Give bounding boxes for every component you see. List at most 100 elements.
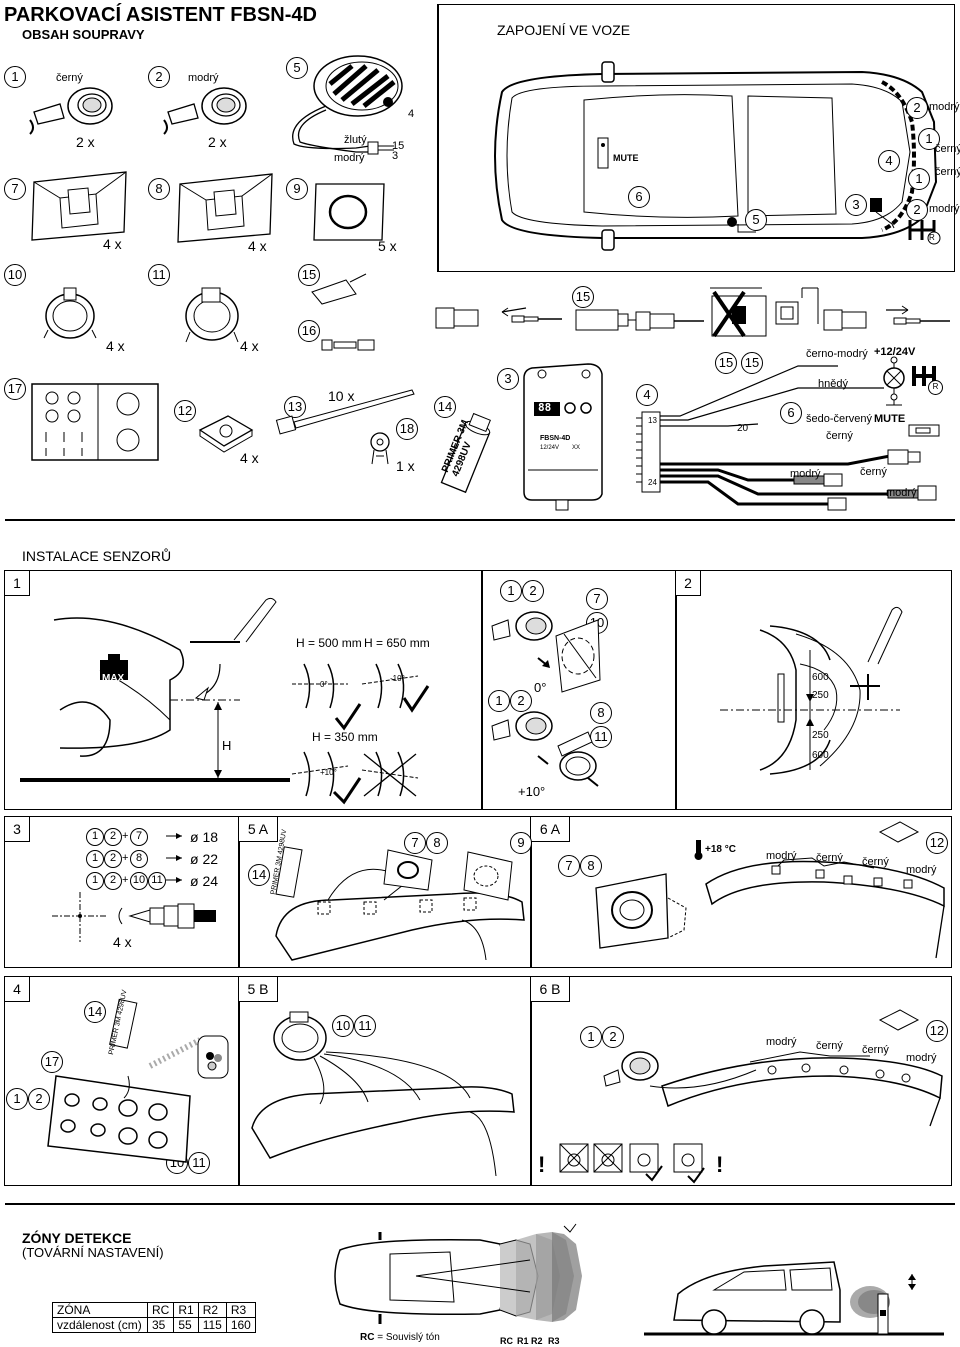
spacing-600-bottom: 600 [812, 750, 829, 761]
step5a-c8: 8 [426, 832, 448, 854]
step-4-num: 4 [4, 976, 30, 1002]
item-8-qty: 4 x [248, 238, 267, 254]
step5b-c11: 11 [354, 1015, 376, 1037]
divider-wiring-bottom [437, 4, 955, 272]
pad-15-icon [311, 273, 367, 305]
drill-r3-b: 2 [104, 872, 122, 890]
drill-r2-b: 2 [104, 850, 122, 868]
item-number-14: 14 [434, 396, 456, 418]
zones-row-cell: 55 [173, 1317, 199, 1333]
step5a-c9: 9 [510, 832, 532, 854]
buzzer-icon [292, 55, 403, 155]
height-500-label: H = 500 mm [296, 636, 362, 650]
power-lamp-icon [883, 356, 936, 406]
buzzer-pin-15: 15 [392, 140, 405, 152]
clip-12-icon [198, 415, 254, 453]
unit-model: FBSN-4D [540, 435, 571, 442]
buzzer-pin-3: 3 [392, 150, 399, 162]
reverse-r-badge: R [928, 380, 943, 395]
sensor-insert-icons [491, 611, 601, 787]
height-650-label: H = 650 mm [364, 636, 430, 650]
step-6a-label: 6 A [530, 816, 570, 842]
step6b-wire-2: černý [816, 1040, 843, 1052]
harness-num-4: 4 [636, 384, 658, 406]
zones-side-view-icon [644, 1261, 944, 1336]
item-12-qty: 4 x [240, 450, 259, 466]
connector-16-icon [321, 339, 375, 351]
ring-11-icon [185, 287, 239, 343]
bezel-primer-icon [47, 998, 229, 1163]
page-title: PARKOVACÍ ASISTENT FBSN-4D [4, 4, 317, 26]
unit-display: 88 [538, 401, 552, 414]
wiring-black-1: černý [935, 143, 960, 155]
drill-r2-size: ø 22 [190, 851, 219, 867]
bumper-sensors-icon [603, 1009, 943, 1127]
step6b-wire-3: černý [862, 1044, 889, 1056]
buzzer-yellow: žlutý [344, 134, 367, 146]
steps-row1-split-2 [530, 816, 532, 968]
drill-r2-a: 1 [86, 850, 104, 868]
install-split-2 [675, 570, 677, 810]
gasket-9-icon [313, 183, 385, 241]
step-5a-label: 5 A [238, 816, 278, 842]
install-c11: 11 [590, 726, 612, 748]
mount-7-icon [31, 171, 127, 241]
spacing-250-top: 250 [812, 690, 829, 701]
rc-note-key: RC [360, 1332, 375, 1343]
zone-r2: R2 [531, 1336, 543, 1346]
max-weight-label: MAX [102, 673, 125, 684]
step-6b-label: 6 B [530, 976, 570, 1002]
zones-table: ZÓNA RC R1 R2 R3 vzdálenost (cm) 35 55 1… [52, 1302, 256, 1333]
steps-row2-split-2 [530, 976, 532, 1186]
ring-10-icon [43, 287, 97, 339]
wire-grey-red: šedo-červený [806, 413, 873, 425]
zones-row-cell: 35 [146, 1317, 175, 1333]
item-7-qty: 4 x [103, 236, 122, 252]
pin-24: 24 [648, 478, 657, 487]
wiring-num-3: 3 [845, 194, 867, 216]
bumper-ring-icon [251, 1011, 515, 1177]
drill-r1-plus: + [122, 830, 129, 842]
kit-subtitle: OBSAH SOUPRAVY [22, 27, 145, 42]
wiring-black-2: černý [935, 166, 960, 178]
step6a-c8: 8 [580, 855, 602, 877]
drill-r1-c: 7 [130, 828, 148, 846]
bracket-mount-icon [595, 873, 687, 949]
car-mute-label: MUTE [613, 153, 639, 163]
step6b-c2: 2 [602, 1026, 624, 1048]
buzzer-blue: modrý [334, 152, 365, 164]
connector-plug-a-icon [435, 307, 562, 329]
item-number-18: 18 [396, 418, 418, 440]
height-h-label: H [222, 738, 232, 753]
install-c8: 8 [590, 702, 612, 724]
warning-right: ! [716, 1152, 724, 1177]
wiring-num-6: 6 [628, 186, 650, 208]
connector-num-15a: 15 [572, 286, 594, 308]
cable-tie-13-icon [275, 389, 415, 435]
angle-minus10: -10° [390, 674, 405, 683]
wiring-num-4: 4 [878, 150, 900, 172]
item-number-7: 7 [4, 178, 26, 200]
drill-r3-size: ø 24 [190, 873, 219, 889]
rc-note-text: = Souvislý tón [374, 1332, 440, 1343]
unit-xx: XX [572, 445, 581, 451]
zones-row-cell: 115 [197, 1317, 227, 1333]
wire-black-2: černý [860, 466, 887, 478]
drill-r3-e: 11 [148, 872, 166, 890]
steps-row1-split-1 [238, 816, 240, 968]
ring-terminal-18-icon [370, 432, 390, 465]
install-c1: 1 [500, 580, 522, 602]
zone-r1: R1 [517, 1336, 529, 1346]
wiring-num-1b: 1 [908, 168, 930, 190]
steps-row-2 [4, 976, 952, 1186]
step6a-wire-4: modrý [906, 864, 937, 876]
zones-head-cell: RC [146, 1302, 175, 1318]
steps-row-1 [4, 816, 952, 968]
item-2-qty: 2 x [208, 134, 227, 150]
zones-table-head: ZÓNA RC R1 R2 R3 [52, 1302, 256, 1318]
wiring-blue-1: modrý [929, 101, 960, 113]
step5a-c7: 7 [404, 832, 426, 854]
mount-8-icon [177, 173, 273, 243]
install-panel [4, 570, 952, 810]
zones-row-cell: vzdálenost (cm) [52, 1317, 148, 1333]
